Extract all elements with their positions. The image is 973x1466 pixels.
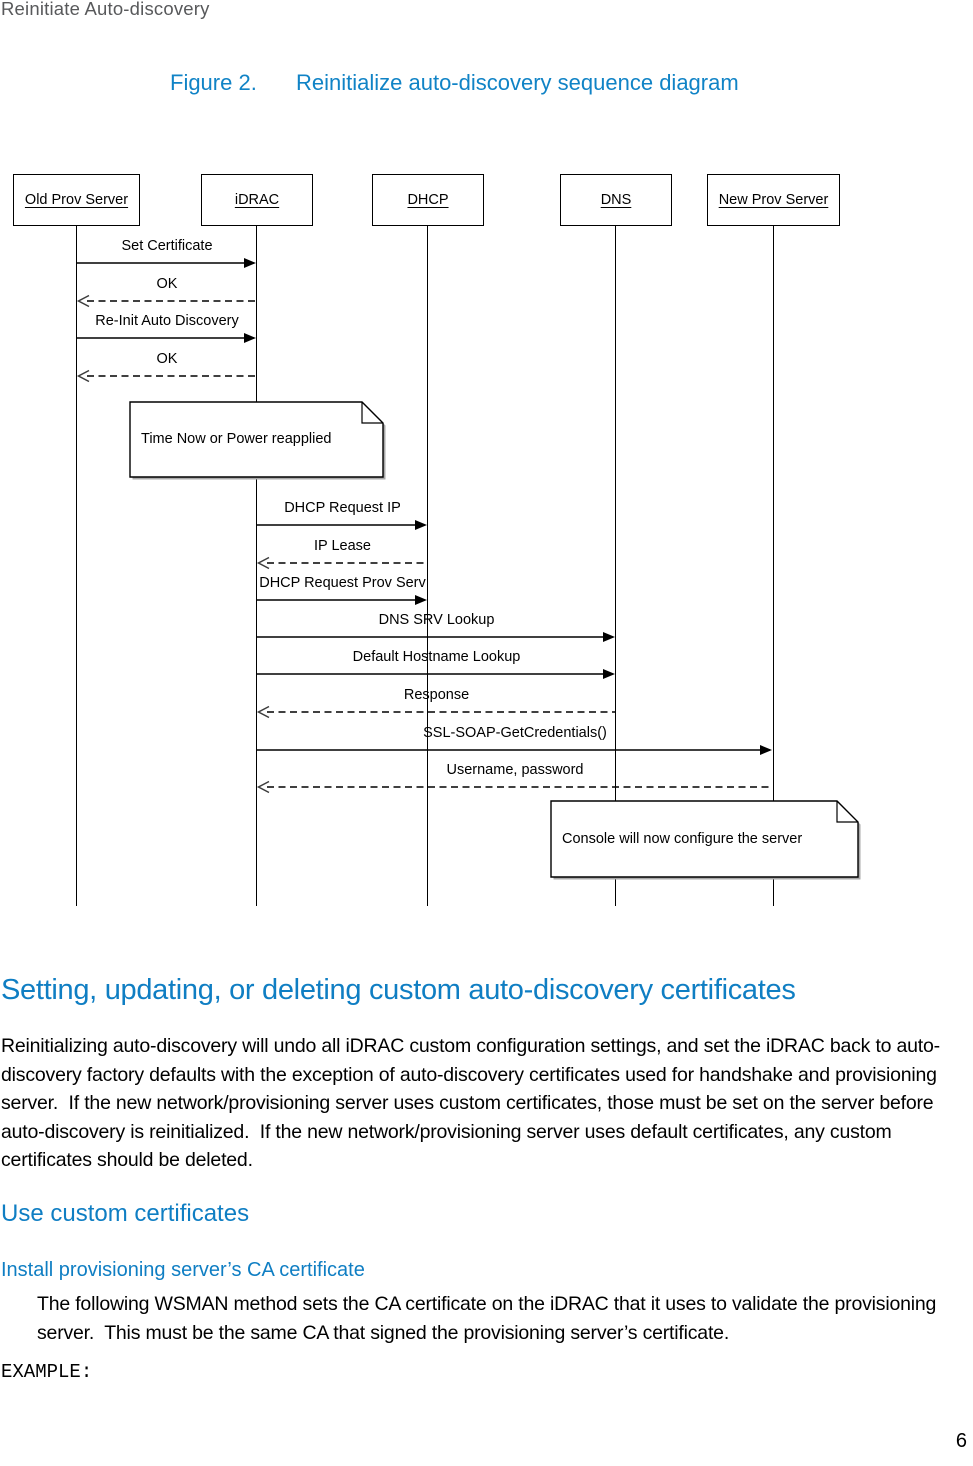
- message-arrow-dashed-left: [256, 556, 428, 570]
- section-heading: Setting, updating, or deleting custom au…: [1, 974, 796, 1006]
- message-arrow-dashed-left: [76, 294, 257, 308]
- page-number: 6: [955, 1430, 967, 1452]
- actor-label: DNS: [600, 192, 632, 208]
- note-icon: [129, 401, 386, 480]
- note-text: Console will now configure the server: [562, 830, 803, 847]
- message-arrow-solid-right: [257, 669, 615, 679]
- message-label: OK: [156, 276, 178, 292]
- message-arrow-dashed-left: [76, 369, 257, 383]
- actor-new-prov-server: New Prov Server: [707, 174, 840, 226]
- lifeline-new-prov-server: [773, 226, 774, 906]
- actor-label: New Prov Server: [718, 192, 829, 208]
- lifeline-dhcp: [427, 226, 428, 906]
- example-label: EXAMPLE:: [1, 1361, 93, 1383]
- figure-title: Reinitialize auto-discovery sequence dia…: [296, 70, 739, 95]
- message-arrow-dashed-left: [256, 705, 616, 719]
- message-label: Default Hostname Lookup: [352, 649, 521, 665]
- actor-idrac: iDRAC: [201, 174, 313, 226]
- message-arrow-solid-right: [257, 595, 427, 605]
- message-label: Set Certificate: [121, 238, 213, 254]
- message-label: IP Lease: [314, 538, 371, 554]
- message-label: SSL-SOAP-GetCredentials(): [423, 725, 607, 741]
- message-label: DNS SRV Lookup: [378, 612, 495, 628]
- message-label: OK: [156, 351, 178, 367]
- lifeline-old-prov-server: [76, 226, 77, 906]
- message-label: Response: [403, 687, 470, 703]
- note-icon: [550, 800, 861, 880]
- subsection-heading: Use custom certificates: [1, 1200, 250, 1227]
- note-text: Time Now or Power reapplied: [141, 431, 332, 447]
- lifeline-dns: [615, 226, 616, 906]
- actor-label: iDRAC: [234, 192, 280, 208]
- subsubsection-heading: Install provisioning server’s CA certifi…: [1, 1259, 365, 1281]
- message-label: DHCP Request Prov Serv: [259, 575, 426, 591]
- message-label: Re-Init Auto Discovery: [95, 313, 239, 329]
- running-header: Reinitiate Auto-discovery: [1, 0, 210, 19]
- figure-label: Figure 2.: [170, 70, 257, 95]
- actor-old-prov-server: Old Prov Server: [13, 174, 140, 226]
- message-label: DHCP Request IP: [284, 500, 401, 516]
- actor-label: DHCP: [407, 192, 449, 208]
- actor-dns: DNS: [560, 174, 672, 226]
- lifeline-idrac: [256, 226, 257, 906]
- body-paragraph: Reinitializing auto-discovery will undo …: [1, 1035, 943, 1171]
- message-arrow-solid-right: [77, 258, 256, 268]
- message-arrow-solid-right: [257, 632, 615, 642]
- actor-dhcp: DHCP: [372, 174, 484, 226]
- message-arrow-dashed-left: [256, 780, 773, 794]
- message-arrow-solid-right: [257, 745, 772, 755]
- message-label: Username, password: [446, 762, 584, 778]
- actor-label: Old Prov Server: [24, 192, 129, 208]
- sequence-diagram: Old Prov Server iDRAC DHCP DNS New Prov …: [13, 174, 861, 906]
- message-arrow-solid-right: [77, 333, 256, 343]
- message-arrow-solid-right: [257, 520, 427, 530]
- body-paragraph: The following WSMAN method sets the CA c…: [37, 1293, 942, 1344]
